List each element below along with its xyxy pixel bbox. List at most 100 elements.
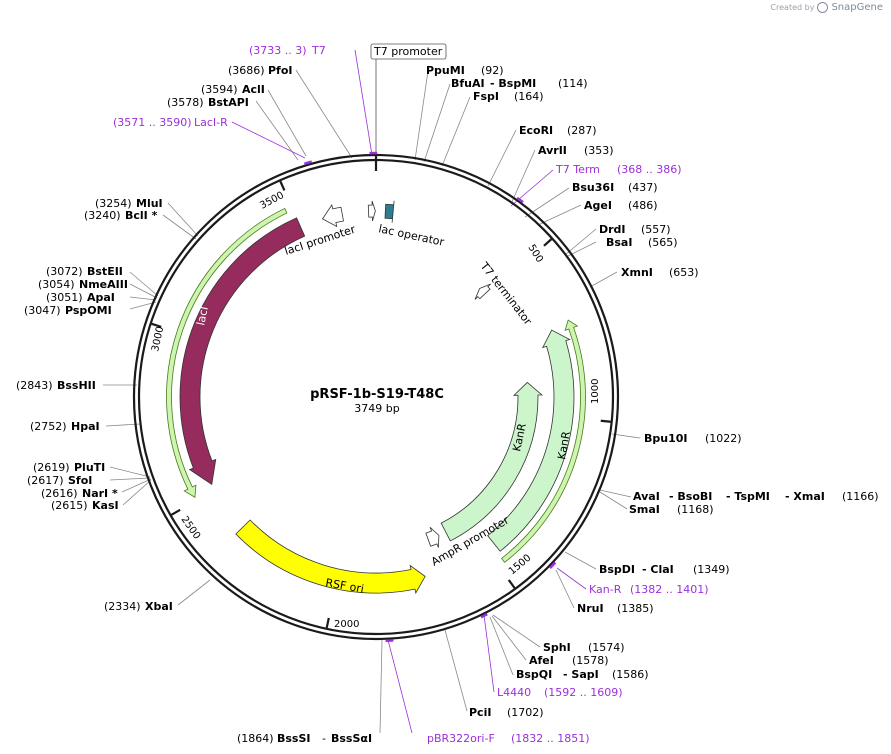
feature-label-laci: lacI: [194, 305, 211, 326]
site-label-bsssai: BssSαI: [331, 732, 372, 745]
site-label-apai: ApaI: [87, 291, 115, 304]
tick-mark: [279, 180, 286, 191]
feature-arcs: [166, 200, 586, 595]
connector-pluti: [109, 466, 151, 478]
kanr-outer-arrow: [487, 329, 575, 552]
site-label-bsshii: BssHII: [57, 379, 96, 392]
site-label-afei-pos: (1578): [572, 654, 609, 667]
site-label-ecori: EcoRI: [519, 124, 553, 137]
site-label-kan-r: Kan-R: [589, 583, 622, 596]
site-label-xmni: XmnI: [621, 266, 653, 279]
site-label-nrui: NruI: [577, 602, 604, 615]
connector-ppumi: [414, 70, 429, 161]
tick-mark: [170, 508, 181, 516]
site-label-bpu10i: Bpu10I: [644, 432, 688, 445]
site-label-hpai-pos: (2752): [30, 420, 67, 433]
site-label-fspi: FspI: [473, 90, 499, 103]
site-label-sapi: - SapI: [563, 668, 599, 681]
site-label-clai: - ClaI: [642, 563, 674, 576]
position-ticks: [151, 154, 611, 629]
site-label-sphi-pos: (1574): [588, 641, 625, 654]
site-label-tspmi: - TspMI: [726, 490, 770, 503]
site-label-acli-pos: (3594): [201, 83, 238, 96]
site-label-mlui-pos: (3254): [95, 197, 132, 210]
site-label-pcii: PciI: [469, 706, 491, 719]
tick-mark: [600, 419, 611, 423]
connector-laci-r: [231, 121, 306, 159]
connector-nari: [121, 478, 152, 493]
site-label-bspdi: BspDI: [599, 563, 635, 576]
connector-sphi: [492, 614, 541, 648]
site-label-smai: SmaI: [629, 503, 660, 516]
connector-mlui: [167, 202, 199, 237]
kanr-outline-arrow: [501, 319, 586, 563]
site-label-bfuai: BfuAI: [451, 77, 485, 90]
site-label-t7-term-range: (368 .. 386): [617, 163, 682, 176]
site-label-ppumi: PpuMI: [426, 64, 465, 77]
tick-label: 1000: [590, 379, 601, 404]
tick-label: 2500: [179, 514, 203, 541]
primer-mark: [549, 561, 557, 569]
connector-hpai: [105, 423, 141, 427]
site-label-acli: AclI: [242, 83, 265, 96]
site-label-pcii-pos: (1702): [507, 706, 544, 719]
site-label-kasi-pos: (2615): [51, 499, 88, 512]
site-label-bspmi: - BspMI: [490, 77, 536, 90]
tick-mark: [325, 617, 330, 629]
connector-fspi: [441, 96, 471, 167]
site-label-xmai-pos: (1166): [842, 490, 879, 503]
connector-acli: [267, 89, 307, 157]
site-labels: (3733 .. 3) T7 (3686) PfoI (3594) AclI (…: [16, 44, 879, 745]
connector-bspdi: [564, 551, 597, 570]
connector-pfoi: [295, 69, 353, 159]
plasmid-name: pRSF-1b-S19-T48C: [310, 387, 444, 402]
site-label-kan-r-range: (1382 .. 1401): [630, 583, 709, 596]
site-label-bstapi-pos: (3578): [167, 96, 204, 109]
tick-mark: [543, 238, 553, 247]
tick-label: 2000: [334, 619, 359, 630]
site-label-t7-range: (3733 .. 3): [249, 44, 307, 57]
site-label-kasi: KasI: [92, 499, 119, 512]
site-label-bspqi: BspQI: [516, 668, 552, 681]
connector-avrii: [510, 149, 536, 205]
connector-kasi: [122, 479, 152, 506]
connector-avai: [599, 489, 632, 498]
t7-promoter-label: T7 promoter: [373, 45, 443, 58]
t7-promoter-box: [370, 43, 447, 60]
connector-kan-r: [556, 567, 587, 590]
site-label-bsu36i: Bsu36I: [572, 181, 614, 194]
site-label-ppumi-pos: (92): [481, 64, 504, 77]
snapgene-logo-icon: [817, 2, 829, 13]
connector-l4440: [483, 614, 495, 693]
t7-terminator-arrow: [474, 283, 491, 300]
tick-mark: [151, 322, 162, 328]
site-label-nrui-pos: (1385): [617, 602, 654, 615]
site-label-l4440: L4440: [497, 686, 531, 699]
site-label-bcli: BclI *: [125, 209, 158, 222]
site-label-pspomi-pos: (3047): [24, 304, 61, 317]
site-label-l4440-range: (1592 .. 1609): [544, 686, 623, 699]
connector-bcli: [162, 214, 197, 240]
site-label-sapi-pos: (1586): [612, 668, 649, 681]
site-label-avrii: AvrII: [538, 144, 567, 157]
t7-promoter-arrow: [367, 200, 376, 222]
tick-label: 3000: [150, 325, 166, 352]
feature-label-kanr: KanR: [510, 422, 529, 453]
site-label-avrii-pos: (353): [584, 144, 614, 157]
connector-smai: [599, 491, 628, 510]
site-label-xbai-pos: (2334): [104, 600, 141, 613]
primer-marks: [303, 151, 557, 643]
site-label-bsteii-pos: (3072): [46, 265, 83, 278]
snapgene-watermark: Created by SnapGene: [770, 2, 883, 13]
site-label-bsteii: BstEII: [87, 265, 123, 278]
site-label-bsssi-pos: (1864): [237, 732, 274, 745]
site-label-bspmi-pos: (114): [558, 77, 588, 90]
connector-xmni: [589, 271, 618, 288]
site-label-laci-r-range: (3571 .. 3590): [113, 116, 192, 129]
site-label-t7: T7: [311, 44, 326, 57]
site-label-agei: AgeI: [584, 199, 612, 212]
site-label-t7-term: T7 Term: [555, 163, 600, 176]
site-label-nari-pos: (2616): [41, 487, 78, 500]
lac-operator-block: [384, 200, 395, 223]
site-label-clai-pos: (1349): [693, 563, 730, 576]
